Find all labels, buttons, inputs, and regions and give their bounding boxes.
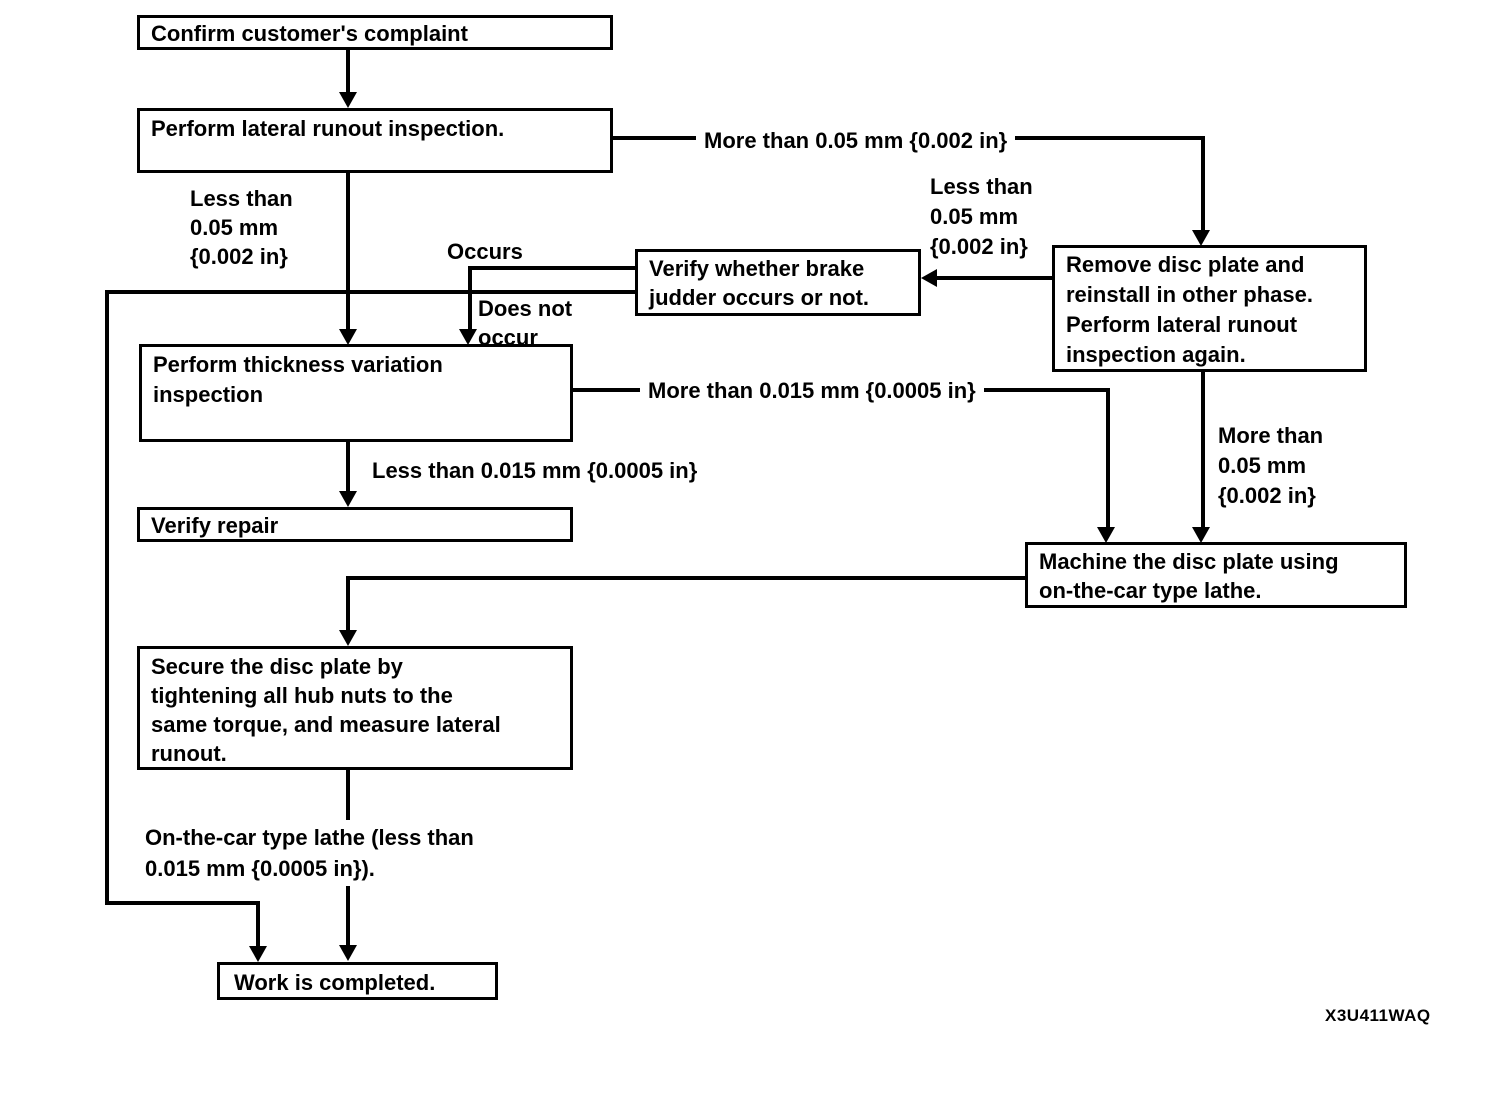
connector-left-bottom-h — [105, 901, 260, 905]
arrowhead-into-verifyrepair — [339, 491, 357, 507]
arrowhead-left-into-work — [249, 946, 267, 962]
figure-id: X3U411WAQ — [1325, 1006, 1431, 1025]
connector-judder-occurs-h — [468, 266, 635, 270]
label-more-than-005-right: More than 0.05 mm {0.002 in} — [1218, 423, 1324, 508]
connector-confirm-to-lateral — [346, 50, 350, 94]
label-more-than-005-top: More than 0.05 mm {0.002 in} — [696, 124, 1016, 157]
node-remove-reinstall: Remove disc plate and reinstall in other… — [1052, 245, 1367, 372]
arrowhead-main-into-work — [339, 945, 357, 961]
connector-thickness-to-machine-v — [1106, 388, 1110, 528]
label-on-the-car-lathe: On-the-car type lathe (less than 0.015 m… — [137, 820, 482, 886]
arrowhead-into-thickness — [339, 329, 357, 345]
arrowhead-remove-into-machine — [1192, 527, 1210, 543]
node-machine-disc: Machine the disc plate using on-the-car … — [1025, 542, 1407, 608]
label-more-than-0015: More than 0.015 mm {0.0005 in} — [640, 374, 984, 407]
label-occurs: Occurs — [447, 239, 523, 264]
label-less-than-005-left: Less than 0.05 mm {0.002 in} — [190, 186, 293, 269]
arrowhead-into-secure — [339, 630, 357, 646]
arrowhead-into-remove — [1192, 230, 1210, 246]
label-less-than-005-right: Less than 0.05 mm {0.002 in} — [930, 174, 1033, 259]
connector-judder-occurs-v — [468, 266, 472, 330]
connector-machine-to-secure-v — [346, 576, 350, 631]
connector-machine-to-secure-h — [346, 576, 1025, 580]
connector-left-long-v — [105, 290, 109, 905]
node-secure-disc: Secure the disc plate by tightening all … — [137, 646, 573, 770]
node-work-completed: Work is completed. — [217, 962, 498, 1000]
node-verify-judder: Verify whether brake judder occurs or no… — [635, 249, 921, 316]
arrowhead-into-judder — [921, 269, 937, 287]
arrowhead-into-lateral — [339, 92, 357, 108]
connector-lateral-to-thickness — [346, 173, 350, 330]
arrowhead-occurs-into-thickness — [459, 329, 477, 345]
connector-remove-to-judder — [937, 276, 1053, 280]
node-confirm-complaint: Confirm customer's complaint — [137, 15, 613, 50]
connector-judder-no-occur-h — [105, 290, 635, 294]
connector-thickness-to-verifyrepair — [346, 442, 350, 492]
node-lateral-runout: Perform lateral runout inspection. — [137, 108, 613, 173]
connector-remove-to-machine-v — [1201, 372, 1205, 528]
connector-lateral-to-remove-v — [1201, 136, 1205, 232]
node-verify-repair: Verify repair — [137, 507, 573, 542]
arrowhead-thickness-into-machine — [1097, 527, 1115, 543]
connector-left-to-work-v — [256, 901, 260, 947]
node-thickness-variation: Perform thickness variation inspection — [139, 344, 573, 442]
label-less-than-0015: Less than 0.015 mm {0.0005 in} — [372, 458, 698, 483]
